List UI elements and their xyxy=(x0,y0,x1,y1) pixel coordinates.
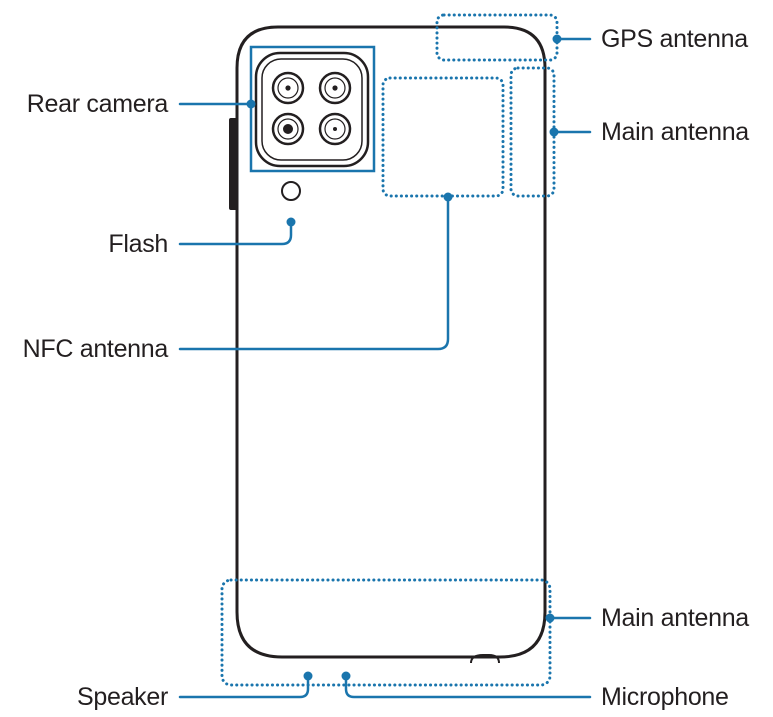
gps-antenna-label: GPS antenna xyxy=(601,25,748,53)
camera-lens-top-left xyxy=(271,71,305,105)
nfc-antenna-leader xyxy=(178,195,450,351)
camera-housing-outer xyxy=(254,51,370,168)
bottom-port xyxy=(470,654,500,664)
nfc-antenna-region xyxy=(381,76,505,198)
microphone-label: Microphone xyxy=(601,683,729,711)
rear-camera-highlight-box xyxy=(249,45,376,173)
microphone-leader xyxy=(344,674,592,699)
camera-lens-top-right xyxy=(318,71,352,105)
main-antenna-top-callout-dot xyxy=(549,127,559,137)
flash-label: Flash xyxy=(108,230,168,258)
main-antenna-bottom-label: Main antenna xyxy=(601,604,749,632)
nfc-antenna-label: NFC antenna xyxy=(22,335,169,363)
camera-housing-inner xyxy=(261,58,363,161)
rear-camera-callout-dot xyxy=(246,99,256,109)
camera-lens-bottom-left xyxy=(271,112,305,146)
gps-antenna-callout-dot xyxy=(552,34,562,44)
speaker-label: Speaker xyxy=(76,683,168,711)
microphone-callout-dot xyxy=(341,671,351,681)
main-antenna-top-label: Main antenna xyxy=(601,118,749,146)
main-antenna-bottom-callout-dot xyxy=(545,613,555,623)
main-antenna-bottom-region xyxy=(220,578,552,687)
rear-camera-module xyxy=(249,45,376,173)
flash-callout-dot xyxy=(286,217,296,227)
nfc-antenna-callout-dot xyxy=(443,192,453,202)
camera-lens-bottom-right xyxy=(318,112,352,146)
flash-icon xyxy=(281,181,301,201)
speaker-leader xyxy=(178,674,310,699)
speaker-callout-dot xyxy=(303,671,313,681)
rear-camera-label: Rear camera xyxy=(26,90,169,118)
phone-body-outline xyxy=(235,25,547,659)
flash-leader xyxy=(178,220,293,246)
